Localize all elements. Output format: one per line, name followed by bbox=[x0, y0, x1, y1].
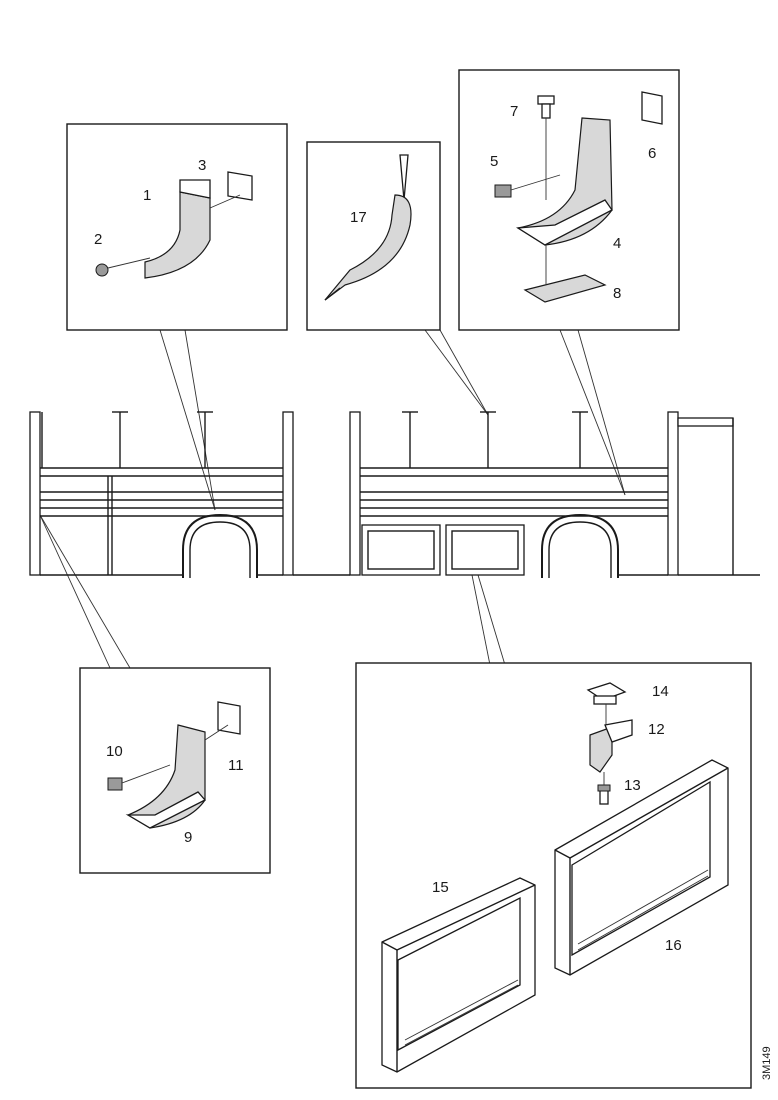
window-frame-15 bbox=[381, 877, 536, 1073]
detail-box-5: 14 12 13 15 16 bbox=[355, 662, 752, 1089]
frame-structure bbox=[29, 411, 760, 578]
label-part-3: 3 bbox=[198, 157, 206, 174]
label-part-13: 13 bbox=[624, 777, 641, 794]
detail-box-1: 1 2 3 bbox=[66, 123, 288, 331]
label-part-12: 12 bbox=[648, 721, 665, 738]
label-part-6: 6 bbox=[648, 145, 656, 162]
label-part-15: 15 bbox=[432, 879, 449, 896]
label-part-17: 17 bbox=[350, 209, 367, 226]
leader-lines bbox=[39, 329, 626, 669]
label-part-7: 7 bbox=[510, 103, 518, 120]
label-part-14: 14 bbox=[652, 683, 669, 700]
top-stubs bbox=[41, 411, 588, 468]
label-part-16: 16 bbox=[665, 937, 682, 954]
reference-code: 3M149 bbox=[761, 1046, 773, 1080]
detail-box-4: 10 11 9 bbox=[79, 667, 271, 874]
detail-box-2: 17 bbox=[306, 141, 441, 331]
label-part-1: 1 bbox=[143, 187, 151, 204]
label-part-8: 8 bbox=[613, 285, 621, 302]
label-part-4: 4 bbox=[613, 235, 621, 252]
label-part-2: 2 bbox=[94, 231, 102, 248]
label-part-11: 11 bbox=[228, 757, 244, 774]
label-part-5: 5 bbox=[490, 153, 498, 170]
label-part-9: 9 bbox=[184, 829, 192, 846]
window-frame-16 bbox=[554, 759, 729, 976]
label-part-10: 10 bbox=[106, 743, 123, 760]
detail-box-3: 7 5 6 4 8 bbox=[458, 69, 680, 331]
